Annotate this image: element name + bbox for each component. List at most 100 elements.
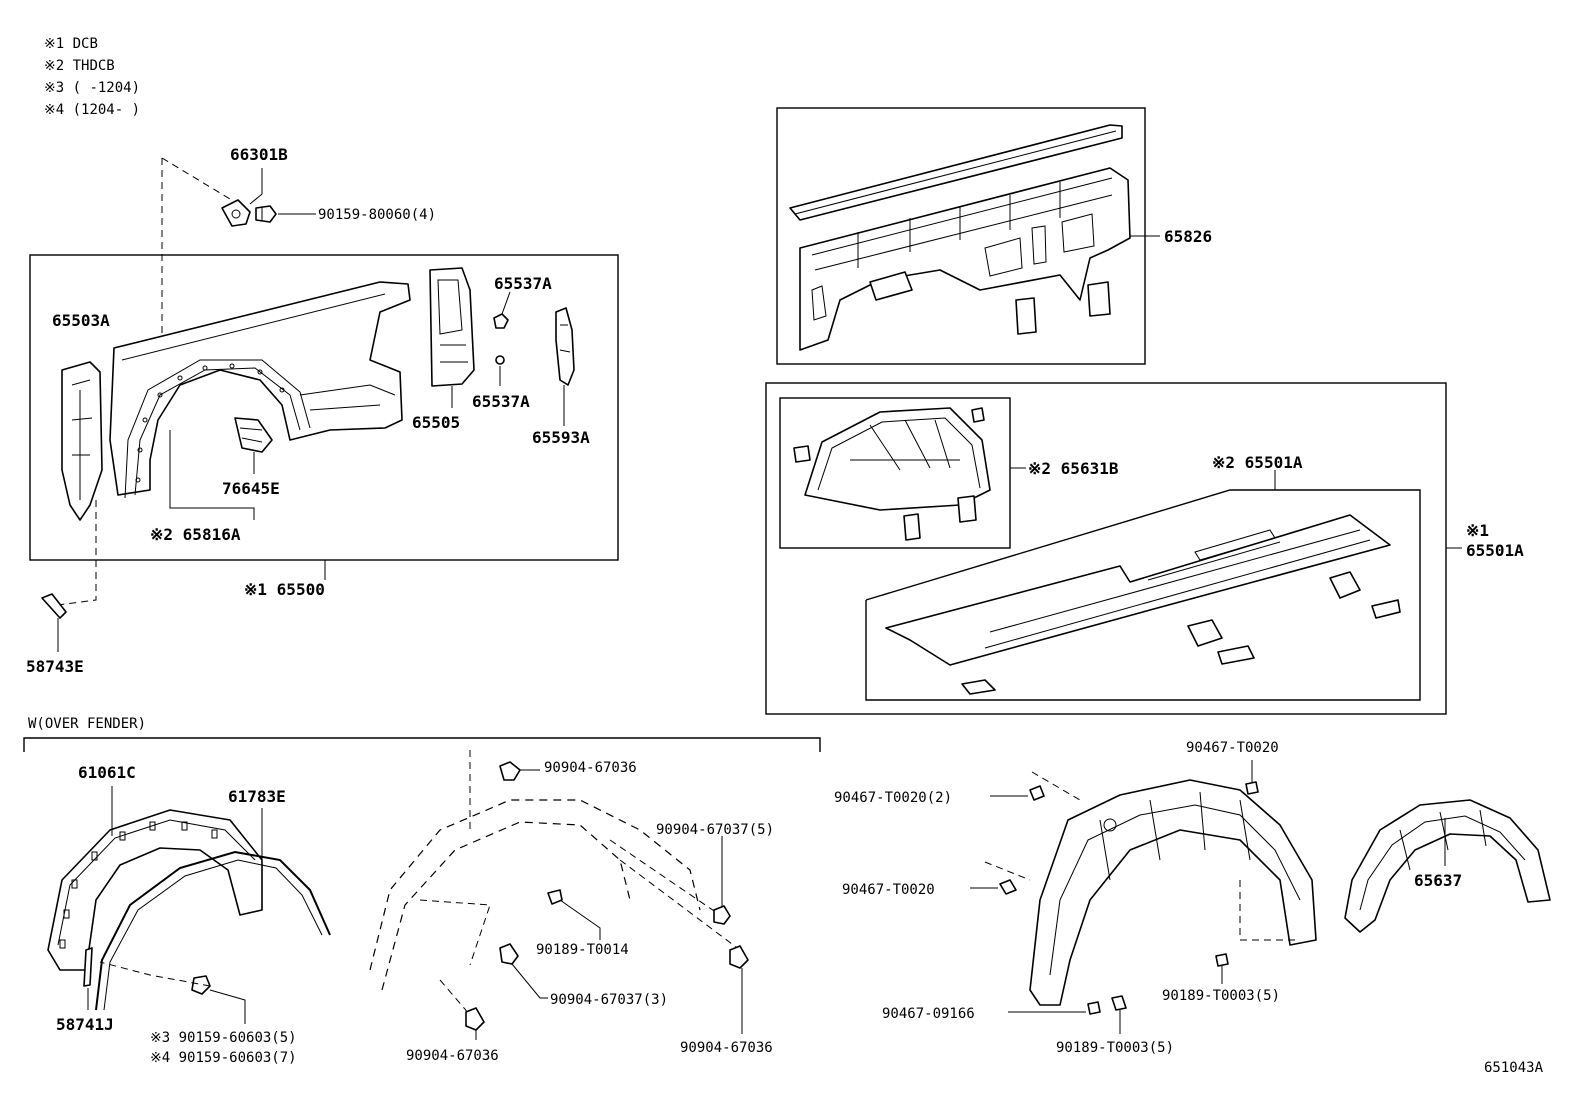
flare-outline-icon: [369, 799, 701, 971]
leader-line: [169, 430, 255, 520]
leader-line: [501, 291, 511, 315]
molding-61783e-icon: [103, 859, 323, 1011]
diagram-id: 651043A: [1484, 1060, 1544, 1076]
label-90159-80060: 90159-80060(4): [318, 207, 436, 223]
label-65631b: ※2 65631B: [1028, 459, 1119, 478]
liner-65637-icon: [1344, 799, 1551, 933]
label-65503a: 65503A: [52, 311, 110, 330]
label-65537a-top: 65537A: [494, 274, 552, 293]
guide-line: [99, 961, 211, 987]
label-90904-67037-3: 90904-67037(3): [550, 992, 668, 1008]
label-65637: 65637: [1414, 871, 1462, 890]
label-90904-67036-b: 90904-67036: [406, 1048, 499, 1064]
screw-icon: [547, 889, 563, 905]
label-90904-67036-a: 90904-67036: [544, 760, 637, 776]
label-65816a: ※2 65816A: [150, 525, 241, 544]
group-frame-65631b: [779, 397, 1011, 549]
clip-icon: [1245, 781, 1259, 795]
screw-icon: [191, 975, 211, 995]
clip-icon: [713, 905, 731, 925]
bracket-66301b-icon: [221, 199, 251, 227]
fender-liner-icon: [1029, 779, 1317, 1006]
note-3: ※3 ( -1204): [44, 80, 140, 96]
clip-icon: [465, 1007, 485, 1031]
label-90467-t0020-top: 90467-T0020: [1186, 740, 1279, 756]
clip-icon: [1029, 785, 1045, 801]
label-61783e: 61783E: [228, 787, 286, 806]
label-58741j: 58741J: [56, 1015, 114, 1034]
label-65501a-inner: ※2 65501A: [1212, 453, 1303, 472]
note-4: ※4 (1204- ): [44, 102, 140, 118]
guide-line: [609, 839, 721, 916]
side-panel-65503a-icon: [61, 361, 103, 521]
clip-icon: [729, 945, 749, 969]
notes-block: ※1 DCB ※2 THDCB ※3 ( -1204) ※4 (1204- ): [44, 36, 140, 118]
clip-icon: [999, 879, 1017, 895]
note-2: ※2 THDCB: [44, 58, 115, 74]
guide-line: [984, 861, 1031, 881]
clip-58741j-icon: [83, 947, 93, 987]
label-66301b: 66301B: [230, 145, 288, 164]
guide-line: [57, 500, 97, 606]
flare-outline-icon: [381, 821, 631, 991]
clip-icon: [499, 761, 521, 781]
clip-icon: [499, 943, 519, 965]
leader-line: [559, 899, 601, 940]
section-label-over-fender: W(OVER FENDER): [28, 716, 146, 732]
leader-line: [249, 168, 263, 205]
label-90904-67036-c: 90904-67036: [680, 1040, 773, 1056]
bracket-65593a-icon: [555, 307, 575, 386]
guide-line: [419, 899, 491, 966]
bolt-icon: [255, 205, 277, 223]
inner-panel-65505-icon: [429, 267, 475, 387]
label-76645e: 76645E: [222, 479, 280, 498]
fender-flare-61061c-icon: [47, 809, 263, 971]
liner-76645e-icon: [234, 417, 273, 453]
screw-icon: [1215, 953, 1229, 967]
guide-line: [1239, 880, 1300, 941]
bed-floor-group: [765, 382, 1462, 715]
over-fender-bracket: [23, 737, 821, 752]
flare-mounting-group: [369, 750, 749, 1040]
label-90904-67037-5: 90904-67037(5): [656, 822, 774, 838]
nut-icon: [495, 355, 505, 365]
label-65505: 65505: [412, 413, 460, 432]
guide-line: [161, 157, 241, 206]
part-labels: 66301B 90159-80060(4) 65503A 65537A 6553…: [26, 145, 1544, 1076]
floor-panel-65501a-icon: [885, 514, 1401, 695]
group-frame-65500: [29, 254, 619, 561]
bed-side-group: [776, 107, 1160, 365]
label-65500: ※1 65500: [244, 580, 325, 599]
screw-icon: [1111, 995, 1127, 1011]
leader-line: [511, 963, 548, 999]
label-65593a: 65593A: [532, 428, 590, 447]
label-65537a-bottom: 65537A: [472, 392, 530, 411]
guide-line: [619, 859, 741, 951]
label-90159-60603-5: ※3 90159-60603(5): [150, 1030, 297, 1046]
over-fender-group: [47, 786, 331, 1024]
label-90467-09166: 90467-09166: [882, 1006, 975, 1022]
wheelhouse-65631b-icon: [793, 407, 991, 541]
fender-panel-icon: [109, 281, 411, 499]
label-90467-t0020-2: 90467-T0020(2): [834, 790, 952, 806]
label-90467-t0020-mid: 90467-T0020: [842, 882, 935, 898]
group-frame-floor: [865, 489, 1421, 701]
clip-58743e-icon: [41, 593, 67, 619]
label-90189-t0014: 90189-T0014: [536, 942, 629, 958]
guide-line: [439, 979, 471, 1016]
label-65501a-note: ※1: [1466, 521, 1489, 540]
bed-side-65826-icon: [789, 124, 1131, 351]
label-61061c: 61061C: [78, 763, 136, 782]
liner-mounting-group: [970, 760, 1317, 1034]
label-58743e: 58743E: [26, 657, 84, 676]
guide-line: [1031, 771, 1081, 801]
nut-icon: [493, 313, 509, 329]
label-90159-60603-7: ※4 90159-60603(7): [150, 1050, 297, 1066]
molding-61783e-icon: [95, 850, 331, 1011]
label-65501a-outer: 65501A: [1466, 541, 1524, 560]
label-65826: 65826: [1164, 227, 1212, 246]
leader-line: [209, 989, 246, 1024]
fender-group: [29, 157, 619, 652]
screw-icon: [1087, 1001, 1101, 1015]
